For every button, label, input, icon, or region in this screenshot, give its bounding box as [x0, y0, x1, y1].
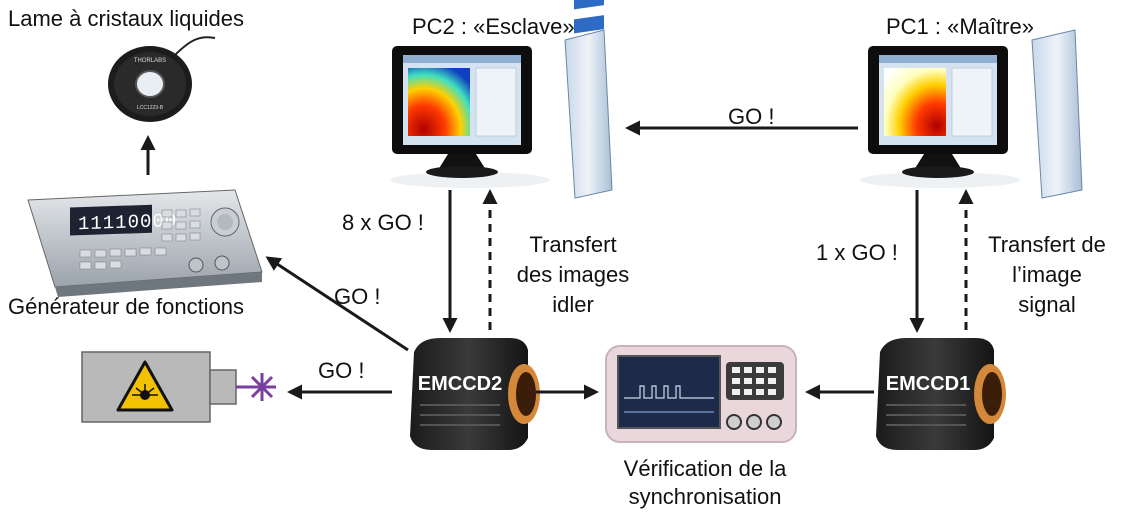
emccd2-label: EMCCD2 [418, 373, 502, 395]
go-generator-label: GO ! [334, 284, 381, 309]
oscilloscope-trace [624, 385, 714, 413]
transfer-signal-line3: signal [1018, 292, 1076, 317]
emccd1-label: EMCCD1 [886, 373, 970, 395]
transfer-signal-line1: Transfert de [988, 232, 1106, 257]
lc-plate-label: Lame à cristaux liquides [8, 6, 245, 31]
pc1-label: PC1 : «Maître» [886, 14, 1034, 39]
function-generator-device: 11110000 [27, 189, 263, 297]
transfer-idler-line1: Transfert [529, 232, 617, 257]
lc-plate-device: THORLABS LCC1223-B [108, 36, 216, 122]
transfer-idler-line3: idler [552, 292, 594, 317]
verification-line1: Vérification de la [623, 456, 787, 481]
go-pc1-to-pc2-label: GO ! [728, 104, 775, 129]
emccd2-camera: EMCCD2 [410, 338, 540, 450]
verification-line2: synchronisation [628, 484, 782, 509]
pc2-label: PC2 : «Esclave» [412, 14, 575, 39]
laser-device [81, 351, 276, 423]
arrows [140, 120, 974, 400]
lc-model-text: LCC1223-B [137, 105, 164, 111]
transfer-idler-line2: des images [516, 262, 630, 287]
emccd1-camera: EMCCD1 [876, 338, 1006, 450]
pc2-computer [390, 0, 613, 199]
function-generator-label: Générateur de fonctions [8, 294, 245, 319]
arrow-emccd2-to-generator [265, 256, 409, 352]
pc1-computer [860, 29, 1083, 199]
oscilloscope-device [605, 345, 797, 443]
lc-brand-text: THORLABS [134, 58, 166, 64]
go-8x-label: 8 x GO ! [342, 210, 424, 235]
go-1x-label: 1 x GO ! [816, 240, 898, 265]
generator-display-text: 11110000 [78, 210, 177, 235]
laser-beam-star [248, 373, 276, 401]
transfer-signal-line2: l’image [1012, 262, 1082, 287]
go-laser-label: GO ! [318, 358, 365, 383]
